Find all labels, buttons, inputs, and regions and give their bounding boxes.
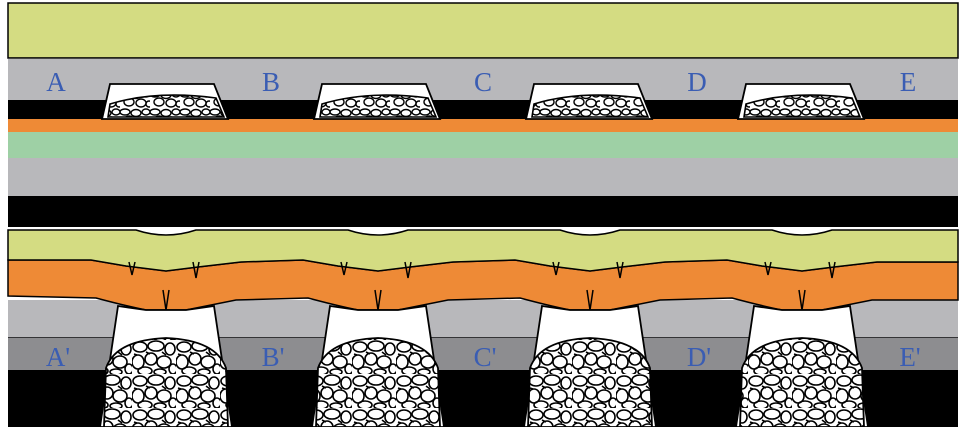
crack-icon [340, 261, 348, 276]
crack-icon [128, 261, 136, 276]
label-b-prime: B' [262, 342, 285, 372]
label-d: D [687, 67, 707, 97]
rubble-fill-icon [739, 337, 865, 428]
label-e-prime: E' [899, 342, 920, 372]
top-goaf-voids [100, 83, 866, 120]
crack-icon [828, 261, 836, 279]
rubble-fill-icon [319, 94, 438, 118]
bottom-goaf-voids [98, 304, 870, 428]
rubble-fill-icon [103, 337, 229, 428]
label-c-prime: C' [474, 342, 497, 372]
top-green-layer [8, 132, 958, 158]
top-lower-gray-layer [8, 158, 958, 196]
crack-icon [764, 261, 772, 276]
crack-icon [162, 289, 170, 311]
fracture-cracks [128, 261, 836, 311]
top-bottom-black-layer [8, 196, 958, 227]
label-d-prime: D' [687, 342, 711, 372]
rubble-fill-icon [107, 94, 226, 118]
rubble-fill-icon [531, 94, 650, 118]
label-e: E [900, 67, 917, 97]
top-coal-seam-layer [8, 100, 958, 119]
top-goaf-void-1 [100, 83, 230, 120]
top-row-labels: A B C D E [46, 67, 916, 97]
crack-icon [798, 289, 806, 311]
label-b: B [262, 67, 280, 97]
top-surface-soil-layer [7, 2, 959, 59]
crack-icon [616, 261, 624, 279]
crack-icon [374, 289, 382, 311]
label-a: A [46, 67, 66, 97]
bottom-goaf-void-4 [734, 304, 870, 428]
label-a-prime: A' [46, 342, 70, 372]
crack-icon [404, 261, 412, 279]
top-goaf-void-2 [312, 83, 442, 120]
top-panel [7, 2, 959, 227]
bottom-goaf-void-2 [310, 304, 446, 428]
crack-icon [552, 261, 560, 276]
rubble-fill-icon [527, 337, 653, 428]
crack-icon [192, 261, 200, 279]
bottom-panel [7, 229, 959, 428]
bottom-goaf-void-1 [98, 304, 234, 428]
top-goaf-void-4 [736, 83, 866, 120]
bottom-row-labels: A' B' C' D' E' [46, 342, 921, 372]
top-orange-layer [8, 119, 958, 132]
rubble-fill-icon [315, 337, 441, 428]
bottom-surface-soil-layer [7, 229, 959, 272]
label-c: C [474, 67, 492, 97]
rubble-fill-icon [743, 94, 862, 118]
bottom-goaf-void-3 [522, 304, 658, 428]
crack-icon [586, 289, 594, 311]
top-goaf-void-3 [524, 83, 654, 120]
